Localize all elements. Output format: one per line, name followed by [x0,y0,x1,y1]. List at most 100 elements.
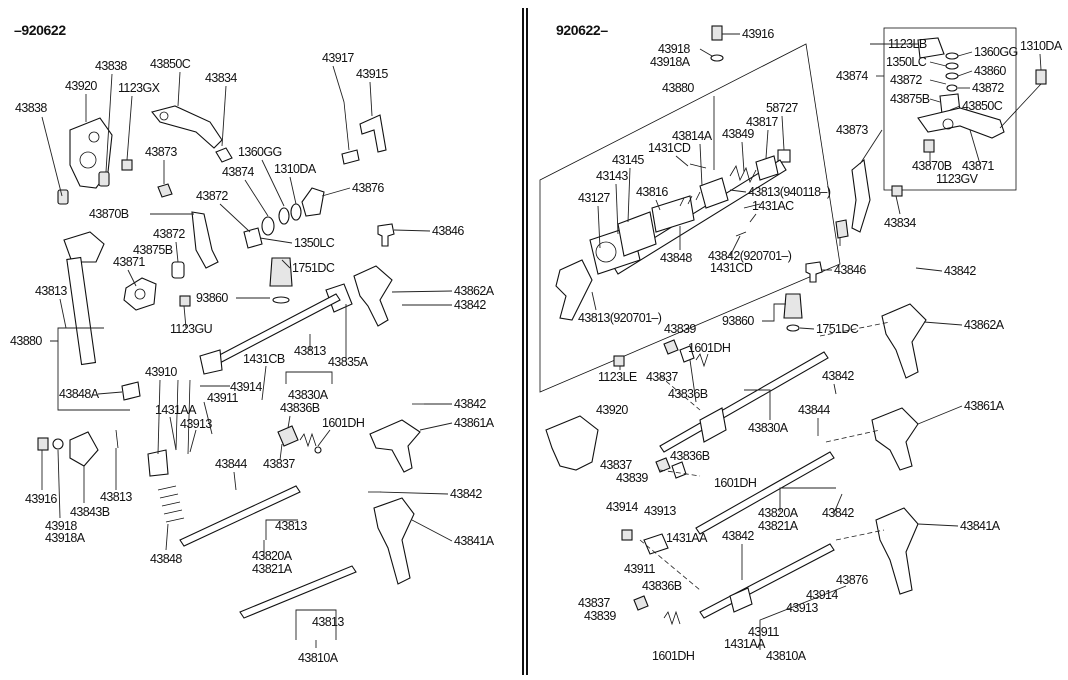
part-label: 43834 [205,71,237,85]
part-label: 43862A [964,318,1005,332]
part-label: 43875B [133,243,173,257]
part-label: 43846 [834,263,866,277]
part-label: 43920 [65,79,97,93]
part-label: 43862A [454,284,495,298]
part-label: 43143 [596,169,628,183]
part-label: 43835A [328,355,369,369]
part-label: 43918A [45,531,86,545]
part-label: 43844 [215,457,247,471]
part-label: 43914 [230,380,262,394]
part-label: 43914 [606,500,638,514]
part-label: 43918 [45,519,77,533]
part-label: 1360GG [974,45,1018,59]
part-label: 43820A [252,549,293,563]
part-label: 43816 [636,185,668,199]
part-label: 43915 [356,67,388,81]
part-label: 43836B [670,449,710,463]
part-label: 43913 [180,417,212,431]
left-labels: 43838 43920 43838 43850C 43834 1123GX 43… [10,51,495,665]
part-label: 43874 [836,69,868,83]
part-label: 43842 [722,529,754,543]
part-label: 43870B [89,207,129,221]
part-label: 43837 [263,457,295,471]
part-label: 1431CD [648,141,691,155]
part-label: 43842 [450,487,482,501]
part-label: 43880 [662,81,694,95]
part-label: 43875B [890,92,930,106]
part-label: 43838 [95,59,127,73]
part-label: 43814A [672,129,713,143]
part-label: 43817 [746,115,778,129]
part-label: 43842 [454,298,486,312]
part-label: 1751DC [292,261,335,275]
part-label: 43836B [642,579,682,593]
part-label: 1431AA [155,403,197,417]
part-label: 43810A [298,651,339,665]
right-labels: 43916 43918 43918A 43880 58727 43814A 43… [578,27,1063,663]
part-label: 1310DA [274,162,317,176]
part-label: 43813(940118–) [748,185,831,199]
part-label: 43830A [288,388,329,402]
part-label: 43861A [454,416,495,430]
part-label: 43837 [646,370,678,384]
part-label: 43821A [252,562,293,576]
part-label: 43834 [884,216,916,230]
part-label: 43846 [432,224,464,238]
right-leader-lines [591,33,1042,650]
part-label: 43870B [912,159,952,173]
part-label: 43844 [798,403,830,417]
part-label: 43145 [612,153,644,167]
left-section-header: –920622 [14,22,66,38]
part-label: 43876 [836,573,868,587]
part-label: 1601DH [714,476,757,490]
assembly-outline-43880 [539,43,841,393]
part-label: 43839 [616,471,648,485]
right-section-header: 920622– [556,22,608,38]
part-label: 43850C [962,99,1003,113]
part-label: 43842 [944,264,976,278]
part-label: 43874 [222,165,254,179]
part-label: 43861A [964,399,1005,413]
part-label: 1601DH [322,416,365,430]
part-label: 43841A [960,519,1001,533]
part-label: 43880 [10,334,42,348]
part-label: 43918A [650,55,691,69]
part-label: 43917 [322,51,354,65]
inset-43860 [835,27,1047,239]
part-label: 1123GX [118,81,161,95]
part-label: 43860 [974,64,1006,78]
part-label: 43836B [280,401,320,415]
inset-frame [883,27,1017,191]
part-label: 1431AC [752,199,794,213]
part-label: 1350LC [294,236,335,250]
part-label: 43842 [454,397,486,411]
part-label: 43920 [596,403,628,417]
part-label: 93860 [196,291,228,305]
part-label: 1123LE [598,370,637,384]
part-label: 43850C [150,57,191,71]
part-label: 43813 [35,284,67,298]
part-label: 43836B [668,387,708,401]
part-label: 93860 [722,314,754,328]
part-label: 43913 [644,504,676,518]
part-label: 43876 [352,181,384,195]
part-label: 43813 [275,519,307,533]
part-label: 43910 [145,365,177,379]
part-label: 43872 [153,227,185,241]
part-label: 43918 [658,42,690,56]
part-label: 43820A [758,506,799,520]
part-label: 43842 [822,369,854,383]
part-label: 43837 [600,458,632,472]
part-label: 1123GV [936,172,979,186]
part-label: 43830A [748,421,789,435]
part-label: 43813 [294,344,326,358]
part-label: 43871 [113,255,145,269]
part-label: 43913 [786,601,818,615]
part-label: 43813(920701–) [578,311,662,325]
part-label: 43873 [836,123,868,137]
part-label: 43872 [890,73,922,87]
part-label: 1431AA [666,531,708,545]
part-label: 43813 [100,490,132,504]
part-label: 43839 [664,322,696,336]
part-label: 43849 [722,127,754,141]
